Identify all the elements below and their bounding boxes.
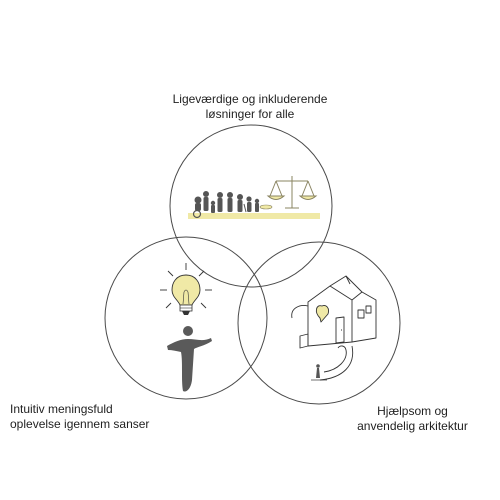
scales-icon (266, 176, 318, 209)
circle-left (104, 236, 268, 400)
circle-right (237, 241, 401, 405)
label-top-line-2: løsninger for alle (205, 107, 295, 121)
lightbulb-icon (160, 263, 212, 315)
platform (188, 213, 320, 219)
label-right-line-1: Hjælpsom og (377, 404, 448, 418)
label-left: Intuitiv meningsfuld oplevelse igennem s… (10, 402, 200, 432)
label-right: Hjælpsom og anvendelig arkitektur (345, 404, 480, 434)
label-top-line-1: Ligeværdige og inkluderende (172, 92, 328, 106)
circle-top (169, 124, 333, 288)
person-silhouette (167, 326, 212, 392)
label-right-line-2: anvendelig arkitektur (357, 419, 468, 433)
house-sketch-icon (291, 275, 377, 381)
label-top: Ligeværdige og inkluderende løsninger fo… (150, 92, 350, 122)
lightbulb-person-icon (160, 263, 212, 392)
people-silhouettes (192, 191, 273, 219)
label-left-line-2: oplevelse igennem sanser (10, 417, 150, 431)
people-and-scales-icon (188, 176, 320, 219)
label-left-line-1: Intuitiv meningsfuld (10, 402, 113, 416)
